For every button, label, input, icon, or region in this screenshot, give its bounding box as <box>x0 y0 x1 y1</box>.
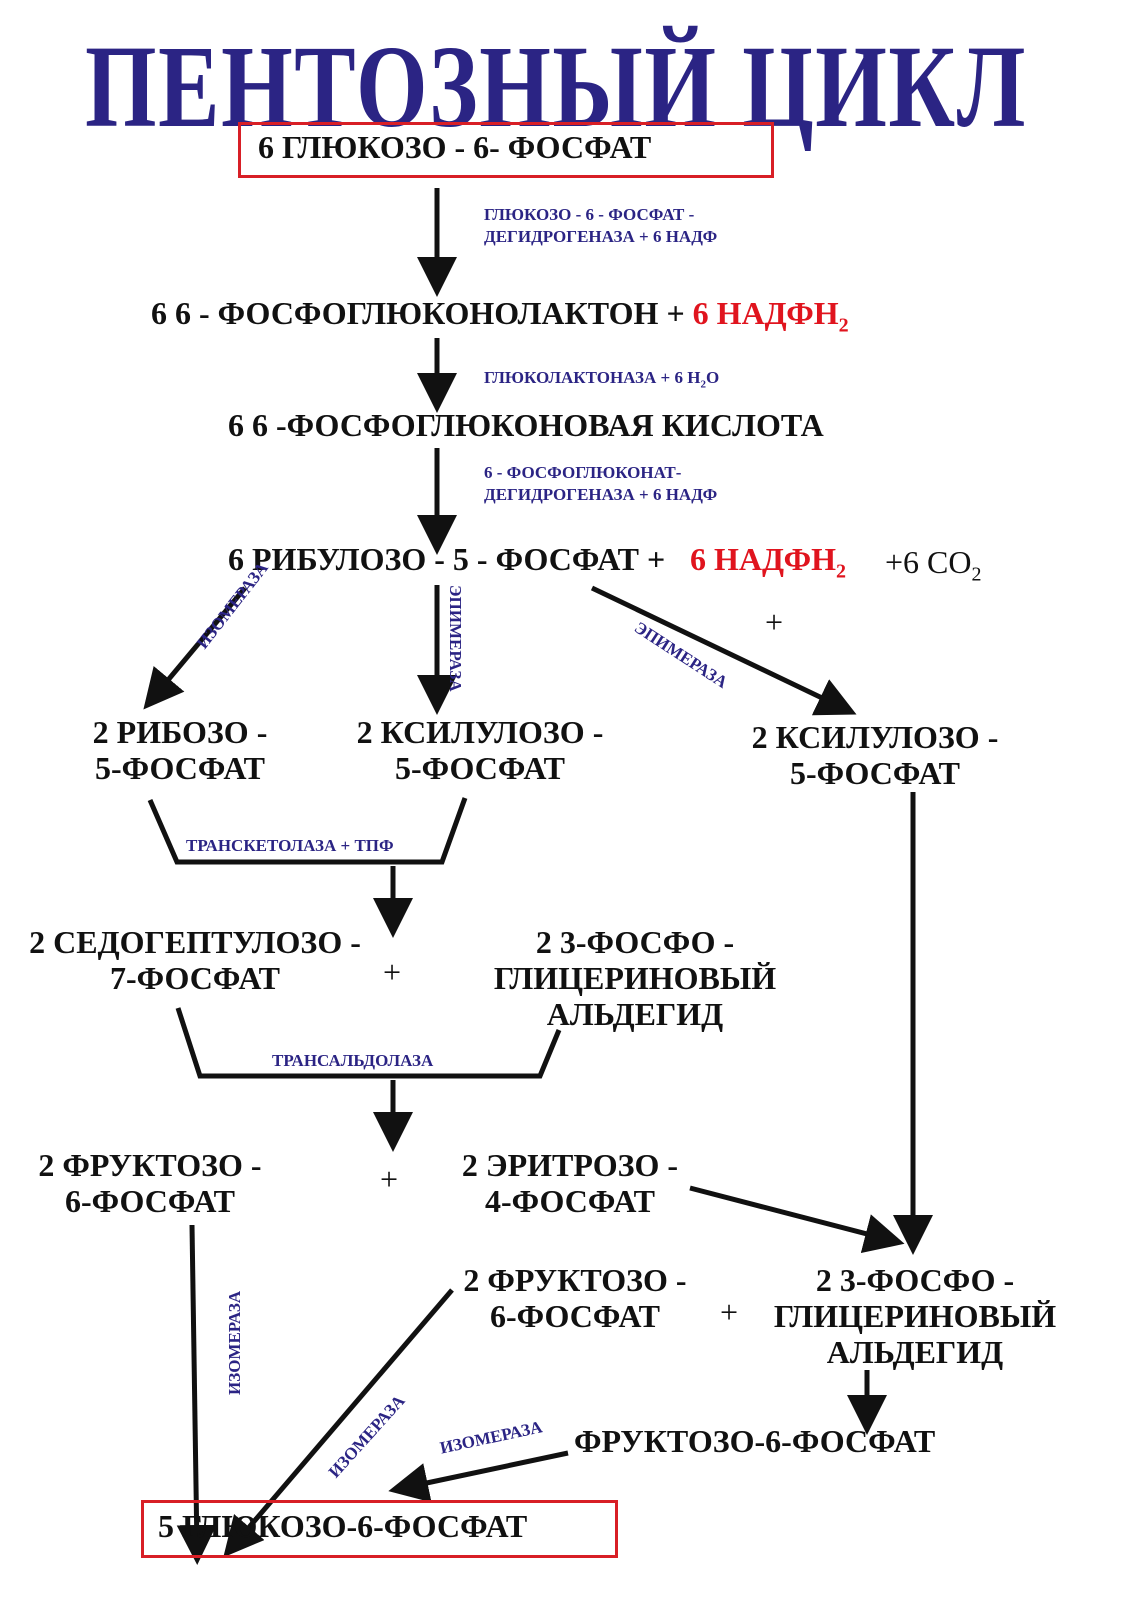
compound-erythrose: 2 ЭРИТРОЗО -4-ФОСФАТ <box>461 1147 679 1219</box>
plus-fructose-b: + <box>720 1294 739 1330</box>
compound-fructose-single: ФРУКТОЗО-6-ФОСФАТ <box>574 1423 936 1459</box>
arrow-ribulose-to-xylulose-b <box>590 585 857 716</box>
plus-sedo: + <box>383 954 402 990</box>
compound-g6p-end: 5 ГЛЮКОЗО-6-ФОСФАТ <box>158 1508 528 1544</box>
compound-ribulose: 6 РИБУЛОЗО - 5 - ФОСФАТ + <box>228 541 666 577</box>
arrow-ribulose-to-ribose <box>143 586 247 710</box>
plus-fructose: + <box>380 1161 399 1197</box>
plus-right: + <box>765 604 784 640</box>
start-compound-box <box>238 122 774 178</box>
nadph-product-2: 6 НАДФН2 <box>690 541 846 583</box>
arrow-fructose-a-to-g6p <box>176 1224 217 1565</box>
enzyme-transaldolase: ТРАНСАЛЬДОЛАЗА <box>272 1051 434 1070</box>
arrow-fructose-b-to-g6p <box>223 1288 454 1558</box>
transketolase-connector <box>147 797 468 865</box>
compound-xylulose-a: 2 КСИЛУЛОЗО -5-ФОСФАТ <box>356 714 604 786</box>
compound-ribose: 2 РИБОЗО -5-ФОСФАТ <box>92 714 268 786</box>
enzyme-epimerase-mid: ЭПИМЕРАЗА <box>446 585 465 692</box>
co2-product: +6 CO2 <box>885 544 982 586</box>
enzyme-transketolase: ТРАНСКЕТОЛАЗА + ТПФ <box>186 836 394 855</box>
nadph-product-1: 6 НАДФН2 <box>692 295 849 337</box>
enzyme-pgdh: 6 - ФОСФОГЛЮКОНАТ- ДЕГИДРОГЕНАЗА + 6 НАД… <box>484 463 718 505</box>
enzyme-lactonase: ГЛЮКОЛАКТОНАЗА + 6 H2O <box>484 368 720 391</box>
arrow-erythrose-to-gap <box>689 1185 905 1254</box>
compound-gluconic-acid: 6 6 -ФОСФОГЛЮКОНОВАЯ КИСЛОТА <box>228 407 824 443</box>
compound-sedoheptulose: 2 СЕДОГЕПТУЛОЗО -7-ФОСФАТ <box>29 924 361 996</box>
transaldolase-connector <box>175 1007 562 1079</box>
page-title: ПЕНТОЗНЫЙ ЦИКЛ <box>85 21 1027 152</box>
compound-fructose-b: 2 ФРУКТОЗО -6-ФОСФАТ <box>463 1262 687 1334</box>
arrow-fructose-single-to-g6p <box>388 1450 569 1503</box>
enzyme-g6pdh: ГЛЮКОЗО - 6 - ФОСФАТ - ДЕГИДРОГЕНАЗА + 6… <box>484 205 718 247</box>
compound-fructose-a: 2 ФРУКТОЗО -6-ФОСФАТ <box>38 1147 262 1219</box>
compound-lactone: 6 6 - ФОСФОГЛЮКОНОЛАКТОН + 6 НАДФН2 <box>151 295 849 337</box>
end-compound-box <box>141 1500 618 1558</box>
enzyme-isomerase-left: ИЗОМЕРАЗА <box>225 1290 244 1395</box>
compound-xylulose-b: 2 КСИЛУЛОЗО -5-ФОСФАТ <box>751 719 999 791</box>
compound-g6p-start: 6 ГЛЮКОЗО - 6- ФОСФАТ <box>258 129 652 165</box>
